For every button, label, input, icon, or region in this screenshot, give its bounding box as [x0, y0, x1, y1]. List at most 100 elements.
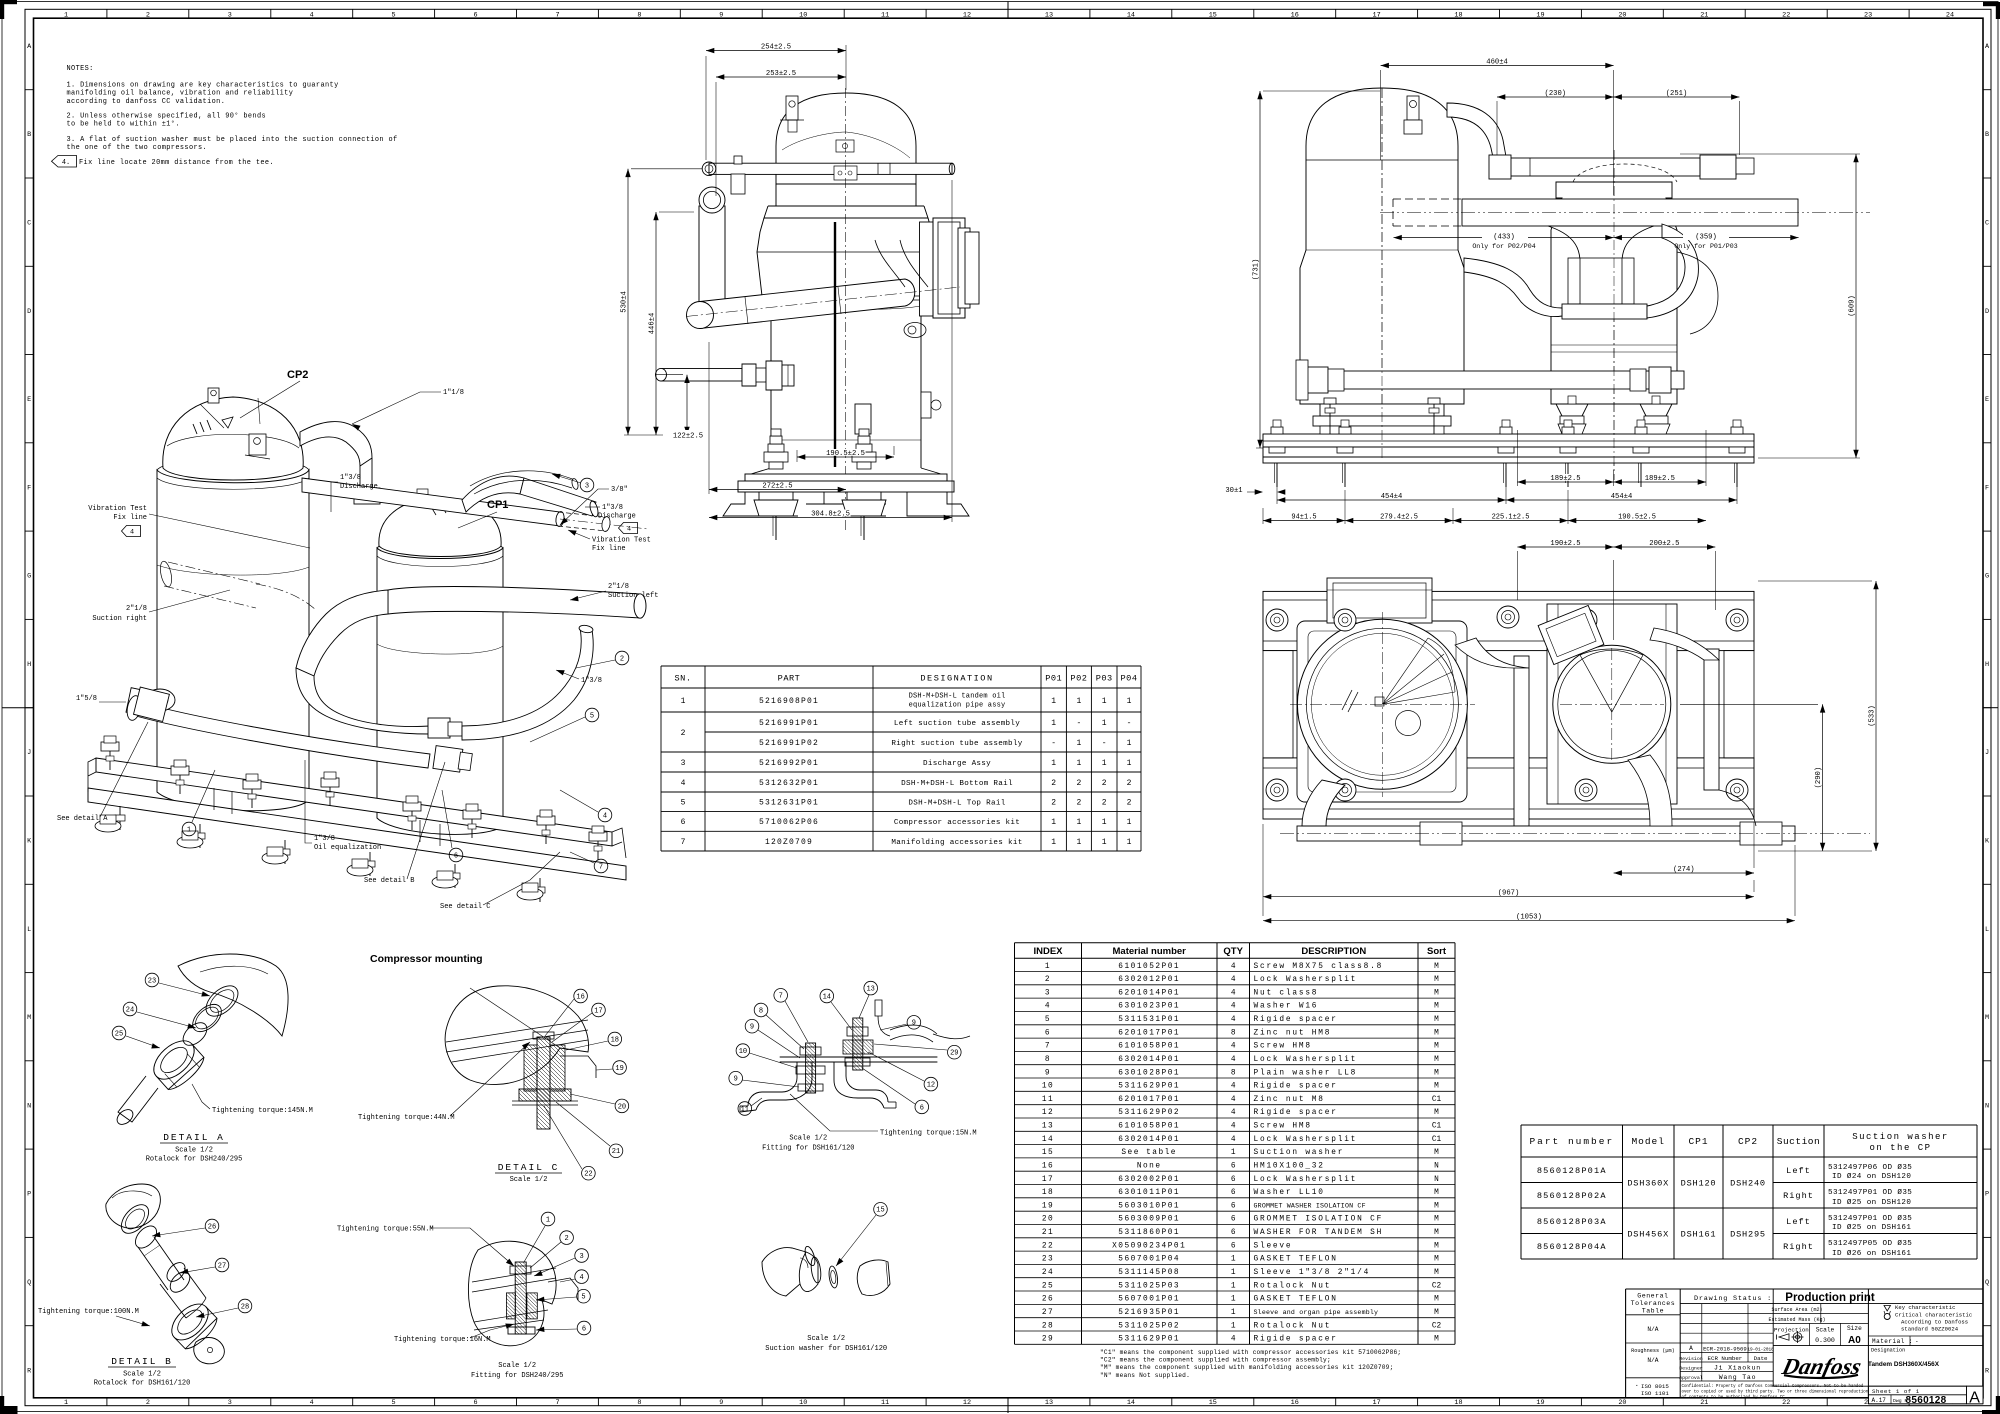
svg-text:5216908P01: 5216908P01: [759, 697, 819, 706]
svg-text:4: 4: [1231, 1109, 1236, 1117]
svg-text:Sheet 1 of 1: Sheet 1 of 1: [1872, 1388, 1920, 1395]
svg-text:on the CP: on the CP: [1869, 1143, 1931, 1153]
svg-text:10: 10: [799, 1399, 807, 1407]
svg-text:NOTES:: NOTES:: [67, 65, 94, 73]
svg-text:N: N: [27, 1102, 31, 1110]
svg-text:8: 8: [1231, 1029, 1236, 1037]
svg-text:26: 26: [208, 1223, 216, 1231]
svg-text:According to Danfoss: According to Danfoss: [1901, 1319, 1968, 1326]
svg-text:11: 11: [881, 11, 889, 19]
svg-text:DSH-M+DSH-L Bottom Rail: DSH-M+DSH-L Bottom Rail: [901, 780, 1013, 788]
svg-text:M: M: [1434, 1043, 1439, 1051]
svg-text:1: 1: [1051, 818, 1056, 827]
svg-text:(251): (251): [1666, 90, 1688, 98]
svg-text:1: 1: [1102, 818, 1107, 827]
svg-text:6301011P01: 6301011P01: [1118, 1189, 1180, 1197]
svg-text:5603010P01: 5603010P01: [1118, 1202, 1180, 1210]
svg-text:6: 6: [1045, 1029, 1051, 1037]
svg-text:1"1/8: 1"1/8: [443, 389, 464, 397]
svg-text:14: 14: [1042, 1136, 1054, 1144]
svg-text:Tightening torque:44N.M: Tightening torque:44N.M: [358, 1114, 455, 1122]
svg-text:Sleeve 1"3/8 2"1/4: Sleeve 1"3/8 2"1/4: [1254, 1269, 1371, 1277]
svg-text:Wang Tao: Wang Tao: [1719, 1374, 1757, 1381]
svg-text:11: 11: [741, 1106, 749, 1114]
svg-text:23: 23: [148, 977, 156, 985]
svg-text:6: 6: [1231, 1216, 1236, 1224]
svg-text:17: 17: [594, 1007, 602, 1015]
svg-text:2"1/8: 2"1/8: [608, 583, 629, 591]
svg-text:X05090234P01: X05090234P01: [1112, 1242, 1186, 1250]
svg-text:5311025P03: 5311025P03: [1118, 1282, 1180, 1290]
svg-text:GASKET TEFLON: GASKET TEFLON: [1254, 1256, 1338, 1264]
svg-text:F: F: [27, 484, 31, 492]
svg-text:(433): (433): [1493, 234, 1515, 242]
svg-text:24: 24: [1042, 1269, 1054, 1277]
svg-text:7: 7: [555, 1399, 559, 1407]
svg-text:3: 3: [1045, 989, 1051, 997]
svg-text:M: M: [1434, 976, 1439, 984]
svg-text:189±2.5: 189±2.5: [1645, 475, 1675, 483]
svg-text:16: 16: [576, 993, 584, 1001]
svg-text:2: 2: [1076, 779, 1081, 788]
svg-text:21: 21: [1700, 1399, 1708, 1407]
svg-text:1: 1: [1127, 697, 1132, 706]
svg-text:1: 1: [187, 826, 191, 834]
svg-text:Fix line: Fix line: [592, 545, 626, 553]
svg-text:13: 13: [1045, 1399, 1053, 1407]
svg-text:Rotalock Nut: Rotalock Nut: [1254, 1322, 1332, 1330]
svg-text:Fitting for DSH161/120: Fitting for DSH161/120: [762, 1145, 854, 1153]
svg-text:5710062P06: 5710062P06: [759, 818, 819, 827]
svg-text:1: 1: [1102, 719, 1107, 728]
svg-text:Only for P02/P04: Only for P02/P04: [1472, 243, 1535, 250]
svg-text:Designation: Designation: [1871, 1348, 1905, 1354]
svg-text:5: 5: [1045, 1016, 1051, 1024]
svg-text:M: M: [1434, 1202, 1439, 1210]
svg-text:M: M: [1434, 1016, 1439, 1024]
svg-text:19: 19: [1536, 11, 1544, 19]
svg-text:2: 2: [1127, 799, 1132, 808]
svg-text:GROMMET WASHER ISOLATION CF: GROMMET WASHER ISOLATION CF: [1254, 1202, 1366, 1209]
svg-text:R: R: [1985, 1367, 1989, 1375]
svg-text:Date: Date: [1754, 1355, 1768, 1362]
svg-text:6: 6: [1231, 1163, 1236, 1171]
svg-text:4: 4: [1231, 1136, 1236, 1144]
svg-text:2: 2: [620, 655, 624, 663]
svg-text:200±2.5: 200±2.5: [1649, 540, 1679, 548]
svg-text:J: J: [1985, 749, 1989, 757]
svg-text:2: 2: [1127, 779, 1132, 788]
svg-text:Tightening torque:145N.M: Tightening torque:145N.M: [212, 1107, 313, 1115]
svg-text:D: D: [27, 308, 31, 316]
svg-text:23: 23: [1864, 11, 1872, 19]
svg-text:8: 8: [1231, 1069, 1236, 1077]
svg-text:Estimated Mass (Kg): Estimated Mass (Kg): [1768, 1317, 1825, 1323]
svg-text:27: 27: [1042, 1309, 1054, 1317]
svg-text:CP2: CP2: [1738, 1136, 1758, 1147]
svg-text:(609): (609): [1849, 295, 1857, 317]
svg-text:ID Ø24 on DSH120: ID Ø24 on DSH120: [1832, 1172, 1911, 1181]
svg-text:Oil equalization: Oil equalization: [314, 844, 381, 852]
svg-text:Scale: Scale: [1816, 1327, 1835, 1334]
svg-text:M: M: [1434, 963, 1439, 971]
svg-text:6302014P01: 6302014P01: [1118, 1136, 1180, 1144]
svg-text:C2: C2: [1432, 1322, 1442, 1330]
svg-text:G: G: [27, 573, 31, 581]
svg-text:Suction washer: Suction washer: [1852, 1132, 1949, 1142]
svg-text:M: M: [27, 1014, 31, 1022]
svg-text:2: 2: [1076, 799, 1081, 808]
svg-text:DSH-M+DSH-L Top Rail: DSH-M+DSH-L Top Rail: [908, 800, 1005, 808]
svg-text:15: 15: [876, 1207, 884, 1215]
svg-text:5216991P02: 5216991P02: [759, 739, 819, 748]
svg-text:PART: PART: [778, 674, 801, 684]
svg-text:5311629P01: 5311629P01: [1118, 1336, 1180, 1344]
svg-text:DSH161: DSH161: [1681, 1230, 1717, 1240]
svg-text:8560128P04A: 8560128P04A: [1537, 1242, 1607, 1252]
svg-text:(1053): (1053): [1516, 914, 1542, 922]
svg-text:20: 20: [1618, 11, 1626, 19]
svg-text:CP1: CP1: [487, 499, 508, 511]
svg-text:9: 9: [1045, 1069, 1051, 1077]
svg-text:28: 28: [1042, 1322, 1054, 1330]
svg-text:13: 13: [866, 986, 874, 994]
svg-text:Vibration Test: Vibration Test: [88, 505, 147, 513]
svg-text:6: 6: [454, 852, 458, 860]
svg-text:4: 4: [1231, 976, 1236, 984]
